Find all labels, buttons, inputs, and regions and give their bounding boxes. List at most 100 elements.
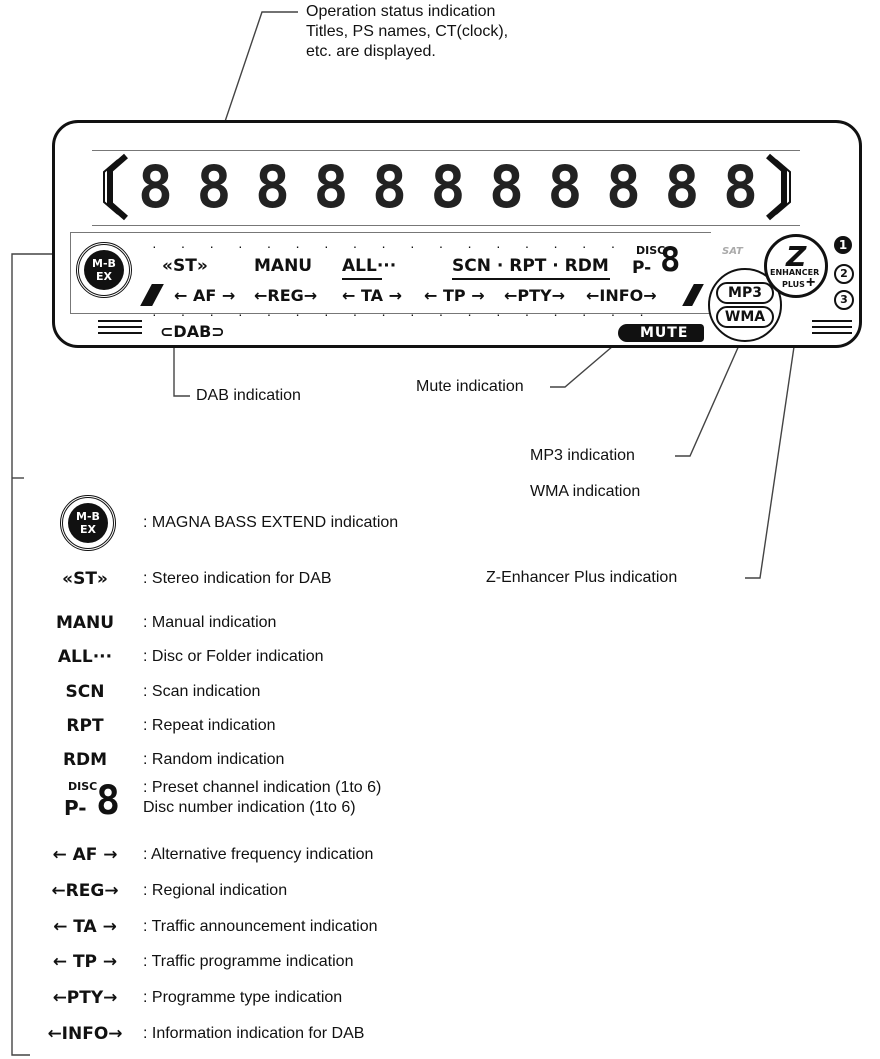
legend-symbol: ← TA → <box>53 917 117 937</box>
left-lines <box>98 332 142 334</box>
manu-indicator: MANU <box>254 256 313 276</box>
legend-desc: : Information indication for DAB <box>143 1025 365 1042</box>
left-bracket-icon <box>103 153 128 221</box>
leader-legend-bracket <box>11 253 70 1056</box>
legend-symbol: RPT <box>66 716 104 736</box>
legend-desc: : Random indication <box>143 751 285 768</box>
dot-matrix-row: 8 8 8 8 8 8 8 8 8 8 8 <box>138 151 758 223</box>
callout-dab: DAB indication <box>196 387 301 404</box>
wma-indicator: WMA <box>716 306 774 328</box>
left-lines <box>98 326 142 328</box>
tp-indicator: ← TP → <box>424 286 485 305</box>
legend-row: ALL··· : Disc or Folder indication <box>30 642 870 672</box>
legend-symbol: RDM <box>62 750 108 770</box>
callout-z-enhancer: Z-Enhancer Plus indication <box>486 569 678 586</box>
legend-row-disc: DISC P- 8 : Preset channel indication (1… <box>30 778 870 834</box>
legend-desc: : Scan indication <box>143 683 261 700</box>
dot-matrix-char: 8 <box>723 153 758 221</box>
legend-symbol: ← AF → <box>52 845 118 865</box>
number-1-icon: 1 <box>834 236 852 254</box>
legend-desc: : Regional indication <box>143 882 288 899</box>
callout-wma: WMA indication <box>530 483 641 500</box>
dot-matrix-char: 8 <box>196 153 232 221</box>
magna-bass-extend-icon: M-B EX <box>76 242 132 298</box>
leader-mute <box>550 339 621 388</box>
dot-matrix-char: 8 <box>430 153 466 221</box>
legend-symbol: ← TP → <box>52 952 118 972</box>
legend-row: SCN : Scan indication <box>30 677 870 707</box>
disc-digit: 8 <box>660 240 681 280</box>
sat-emblem: SAT <box>722 246 743 257</box>
leader-mp3 <box>675 333 745 457</box>
dab-left-icon: ⊂ <box>160 322 174 341</box>
legend-row: RDM : Random indication <box>30 745 870 775</box>
enhancer-label: ENHANCER <box>770 268 820 277</box>
right-lines <box>812 320 852 322</box>
mp3-wma-ring <box>708 268 782 342</box>
legend-row: «ST» : Stereo indication for DAB <box>30 564 870 594</box>
z-letter: Z <box>786 240 807 273</box>
legend-symbol: SCN <box>65 682 105 702</box>
legend-row: ← AF → : Alternative frequency indicatio… <box>30 840 870 870</box>
row2-dots: ·················· <box>152 306 668 322</box>
legend-desc: : Traffic announcement indication <box>143 918 378 935</box>
legend-symbol: MANU <box>55 613 115 633</box>
legend-row-mb: M-B EX : MAGNA BASS EXTEND indication <box>30 495 870 551</box>
legend-desc: : Preset channel indication (1to 6) Disc… <box>143 779 382 816</box>
legend-symbol: ←PTY→ <box>52 988 118 1008</box>
dab-right-icon: ⊃ <box>211 322 225 341</box>
leader-operation-status <box>211 11 298 161</box>
number-3-icon: 3 <box>834 290 854 310</box>
dot-matrix-band <box>92 150 800 226</box>
underline-scn <box>452 278 610 280</box>
dot-matrix-char: 8 <box>547 153 583 221</box>
legend-desc: : Repeat indication <box>143 717 276 734</box>
legend-row: ← TA → : Traffic announcement indication <box>30 912 870 942</box>
dot-matrix-char: 8 <box>372 153 407 221</box>
all-indicator: ALL··· <box>342 256 397 276</box>
reg-indicator: ←REG→ <box>254 286 318 305</box>
plus-label: PLUS <box>782 280 805 289</box>
dot-matrix-char: 8 <box>313 153 349 221</box>
plus-icon: + <box>806 274 816 291</box>
right-lines <box>812 332 852 334</box>
dot-matrix-char: 8 <box>489 153 524 221</box>
legend-desc: : Alternative frequency indication <box>143 846 374 863</box>
af-indicator: ← AF → <box>174 286 236 305</box>
legend-symbol: ←REG→ <box>51 881 119 901</box>
legend-desc: : Stereo indication for DAB <box>143 570 332 587</box>
legend-mb-line1: M-B <box>76 510 100 523</box>
p-label: P- <box>632 258 652 278</box>
mute-indicator: MUTE <box>618 324 705 342</box>
ta-indicator: ← TA → <box>342 286 403 305</box>
callout-mp3: MP3 indication <box>530 447 635 464</box>
legend-symbol: ←INFO→ <box>47 1024 123 1044</box>
underline-all <box>342 278 382 280</box>
right-lines <box>812 326 852 328</box>
legend-desc: : Manual indication <box>143 614 277 631</box>
dab-indicator: ⊂DAB⊃ <box>160 322 225 341</box>
dot-matrix-char: 8 <box>664 153 700 221</box>
indicator-frame <box>70 232 711 314</box>
left-lines <box>98 320 142 322</box>
callout-operation-status: Operation status indication Titles, PS n… <box>306 3 509 60</box>
disc-label: DISC <box>636 244 666 257</box>
legend-desc: : Traffic programme indication <box>143 953 354 970</box>
legend-symbol: «ST» <box>62 569 108 589</box>
legend-mb-line2: EX <box>80 523 96 536</box>
number-2-icon: 2 <box>834 264 854 284</box>
mb-line2: EX <box>96 270 112 283</box>
legend-desc: : Disc or Folder indication <box>143 648 324 665</box>
magna-bass-extend-icon: M-B EX <box>60 495 116 551</box>
dot-matrix-char: 8 <box>138 153 173 221</box>
dab-label: DAB <box>173 322 212 341</box>
info-indicator: ←INFO→ <box>586 286 657 305</box>
mb-line1: M-B <box>92 257 116 270</box>
legend-disc-digit: 8 <box>96 778 121 824</box>
pty-indicator: ←PTY→ <box>504 286 566 305</box>
callout-mute: Mute indication <box>416 378 524 395</box>
legend-disc-label: DISC <box>68 780 98 793</box>
z-enhancer-emblem <box>764 234 828 298</box>
legend-row: MANU : Manual indication <box>30 608 870 638</box>
